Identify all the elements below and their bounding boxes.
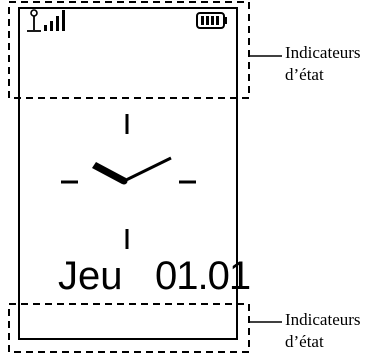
clock-minute-hand <box>123 156 172 183</box>
callout-top-line1: Indicateurs <box>285 43 361 62</box>
bottom-status-area <box>8 303 250 353</box>
antenna-signal-icon <box>27 9 65 32</box>
analog-clock <box>61 114 196 249</box>
clock-hour-hand <box>92 162 126 184</box>
screen-day: Jeu <box>58 254 123 298</box>
screen-date: 01.01 <box>155 254 251 298</box>
clock-center <box>120 177 128 185</box>
top-status-area <box>8 1 250 99</box>
callout-bottom-line1: Indicateurs <box>285 310 361 329</box>
callout-top-line2: d’état <box>285 65 324 84</box>
screen-frame <box>18 7 238 340</box>
battery-full-icon <box>196 12 227 29</box>
callout-bottom-line2: d’état <box>285 332 324 351</box>
